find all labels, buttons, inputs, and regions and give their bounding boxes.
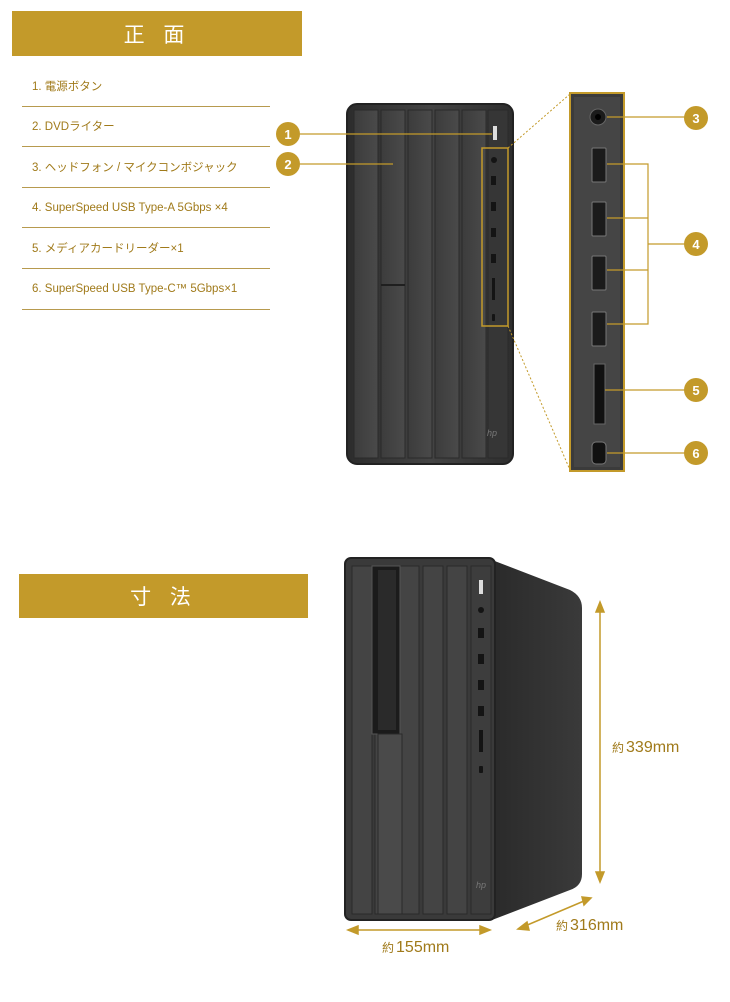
power-button[interactable] bbox=[493, 126, 497, 140]
height-dimension-arrow bbox=[594, 599, 606, 885]
feature-item-power: 1. 電源ボタン bbox=[22, 66, 270, 107]
callout-3: 3 bbox=[692, 111, 699, 126]
feature-item-audio-jack: 3. ヘッドフォン / マイクコンボジャック bbox=[22, 147, 270, 188]
front-view-figure: hp 1 2 3 4 5 bbox=[276, 92, 708, 472]
callout-4: 4 bbox=[692, 237, 700, 252]
zoomed-usb-a-ports bbox=[591, 147, 607, 347]
hp-logo-icon: hp bbox=[476, 880, 486, 890]
feature-item-card-reader: 5. メディアカードリーダー×1 bbox=[22, 228, 270, 269]
tower-ports bbox=[478, 580, 484, 773]
width-dimension-arrow bbox=[345, 924, 493, 936]
depth-prefix: 約 bbox=[556, 918, 568, 933]
zoomed-card-reader bbox=[593, 363, 606, 425]
front-section-title: 正 面 bbox=[123, 22, 191, 47]
front-panels bbox=[353, 109, 509, 459]
height-prefix: 約 bbox=[612, 740, 624, 755]
depth-dimension-arrow bbox=[516, 896, 593, 931]
dimensions-section-title: 寸 法 bbox=[130, 585, 197, 609]
callout-2: 2 bbox=[284, 157, 291, 172]
tower-side-panel bbox=[492, 560, 582, 920]
callout-1: 1 bbox=[284, 127, 291, 142]
callout-6: 6 bbox=[692, 446, 699, 461]
height-value: 339mm bbox=[626, 739, 679, 756]
feature-item-dvd: 2. DVDライター bbox=[22, 107, 270, 148]
port-highlight-box bbox=[481, 147, 509, 327]
dimensions-section-banner: 寸 法 bbox=[19, 574, 308, 618]
feature-list: 1. 電源ボタン 2. DVDライター 3. ヘッドフォン / マイクコンボジャ… bbox=[22, 66, 270, 310]
depth-value: 316mm bbox=[570, 917, 623, 934]
hp-logo-icon: hp bbox=[487, 428, 497, 438]
front-ports bbox=[491, 157, 497, 321]
width-prefix: 約 bbox=[382, 940, 394, 955]
callout-markers: 1 2 3 4 5 6 bbox=[276, 106, 708, 465]
width-value: 155mm bbox=[396, 939, 449, 956]
zoomed-usb-c bbox=[591, 441, 607, 465]
feature-item-usb-a: 4. SuperSpeed USB Type-A 5Gbps ×4 bbox=[22, 188, 270, 229]
front-section-banner: 正 面 bbox=[12, 11, 302, 56]
feature-item-usb-c: 6. SuperSpeed USB Type-C™ 5Gbps×1 bbox=[22, 269, 270, 310]
callout-5: 5 bbox=[692, 383, 699, 398]
